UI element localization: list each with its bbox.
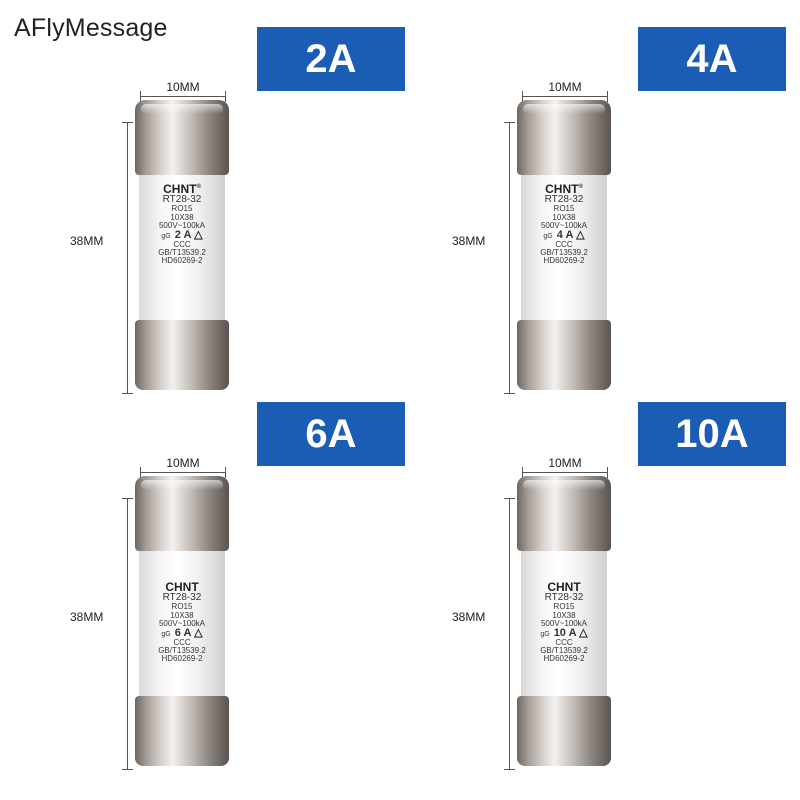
code-text: RO15 bbox=[553, 204, 575, 214]
width-dimension-label: 10MM bbox=[166, 456, 200, 470]
fuse-panel-6a: 10MM 38MM CHNT RT28-32 RO15 10X38 500V~1… bbox=[70, 456, 360, 788]
height-dimension-line bbox=[504, 498, 515, 770]
fuse-bottom-cap bbox=[517, 320, 611, 390]
width-dimension-label: 10MM bbox=[548, 80, 582, 94]
brand-text: CHNT bbox=[165, 580, 199, 594]
standard1-text: GB/T13539.2 bbox=[540, 248, 588, 258]
fuse-top-cap bbox=[517, 476, 611, 551]
height-dimension-line bbox=[504, 122, 515, 394]
width-dimension-line bbox=[522, 91, 608, 102]
voltage-text: 500V~100kA bbox=[158, 220, 206, 230]
standard1-text: GB/T13539.2 bbox=[158, 248, 206, 258]
height-dimension-line bbox=[122, 498, 133, 770]
standard2-text: HD60269-2 bbox=[543, 256, 585, 266]
fuse-panel-4a: 10MM 38MM CHNT® RT28-32 RO15 10X38 500V~… bbox=[452, 80, 742, 412]
class-text: gG bbox=[543, 232, 553, 240]
width-dimension-line bbox=[522, 467, 608, 478]
voltage-text: 500V~100kA bbox=[540, 618, 588, 628]
rating-badge-10a: 10A bbox=[638, 402, 786, 466]
code-text: RO15 bbox=[171, 204, 193, 214]
rating-badge-4a: 4A bbox=[638, 27, 786, 91]
brand-text: CHNT bbox=[545, 182, 579, 196]
code-text: RO15 bbox=[171, 602, 193, 612]
rating-text: 10 A bbox=[553, 626, 577, 639]
rating-text: 4 A bbox=[556, 228, 574, 241]
rating-badge-2a: 2A bbox=[257, 27, 405, 91]
standard1-text: GB/T13539.2 bbox=[540, 646, 588, 656]
registered-mark: ® bbox=[196, 184, 201, 190]
warning-triangle-icon: △ bbox=[194, 228, 203, 241]
class-text: gG bbox=[161, 232, 171, 240]
ccc-mark-icon: CCC bbox=[555, 638, 573, 648]
size-text: 10X38 bbox=[170, 212, 194, 222]
ccc-mark-icon: CCC bbox=[555, 240, 573, 250]
height-dimension-label: 38MM bbox=[452, 234, 486, 248]
rating-badge-6a: 6A bbox=[257, 402, 405, 466]
warning-triangle-icon: △ bbox=[576, 228, 585, 241]
class-text: gG bbox=[161, 630, 171, 638]
height-dimension-label: 38MM bbox=[452, 610, 486, 624]
fuse-bottom-cap bbox=[135, 320, 229, 390]
model-text: RT28-32 bbox=[544, 194, 584, 206]
width-dimension-line bbox=[140, 467, 226, 478]
watermark-text: AFlyMessage bbox=[14, 14, 168, 42]
fuse-bottom-cap bbox=[135, 696, 229, 766]
fuse-panel-10a: 10MM 38MM CHNT RT28-32 RO15 10X38 500V~1… bbox=[452, 456, 742, 788]
model-text: RT28-32 bbox=[544, 592, 584, 604]
fuse-top-cap bbox=[135, 100, 229, 175]
height-dimension-label: 38MM bbox=[70, 234, 104, 248]
fuse-top-cap bbox=[135, 476, 229, 551]
voltage-text: 500V~100kA bbox=[540, 220, 588, 230]
fuse-bottom-cap bbox=[517, 696, 611, 766]
warning-triangle-icon: △ bbox=[579, 626, 588, 639]
ccc-mark-icon: CCC bbox=[173, 638, 191, 648]
model-text: RT28-32 bbox=[162, 194, 202, 206]
ccc-mark-icon: CCC bbox=[173, 240, 191, 250]
model-text: RT28-32 bbox=[162, 592, 202, 604]
voltage-text: 500V~100kA bbox=[158, 618, 206, 628]
brand-text: CHNT bbox=[163, 182, 197, 196]
width-dimension-label: 10MM bbox=[166, 80, 200, 94]
warning-triangle-icon: △ bbox=[194, 626, 203, 639]
registered-mark: ® bbox=[578, 184, 583, 190]
size-text: 10X38 bbox=[170, 610, 194, 620]
height-dimension-line bbox=[122, 122, 133, 394]
rating-text: 2 A bbox=[174, 228, 192, 241]
standard1-text: GB/T13539.2 bbox=[158, 646, 206, 656]
standard2-text: HD60269-2 bbox=[543, 654, 585, 664]
size-text: 10X38 bbox=[552, 212, 576, 222]
size-text: 10X38 bbox=[552, 610, 576, 620]
brand-text: CHNT bbox=[547, 580, 581, 594]
standard2-text: HD60269-2 bbox=[161, 654, 203, 664]
height-dimension-label: 38MM bbox=[70, 610, 104, 624]
fuse-panel-2a: 10MM 38MM CHNT® RT28-32 RO15 10X38 500V~… bbox=[70, 80, 360, 412]
standard2-text: HD60269-2 bbox=[161, 256, 203, 266]
rating-text: 6 A bbox=[174, 626, 192, 639]
fuse-top-cap bbox=[517, 100, 611, 175]
width-dimension-label: 10MM bbox=[548, 456, 582, 470]
code-text: RO15 bbox=[553, 602, 575, 612]
class-text: gG bbox=[540, 630, 550, 638]
width-dimension-line bbox=[140, 91, 226, 102]
